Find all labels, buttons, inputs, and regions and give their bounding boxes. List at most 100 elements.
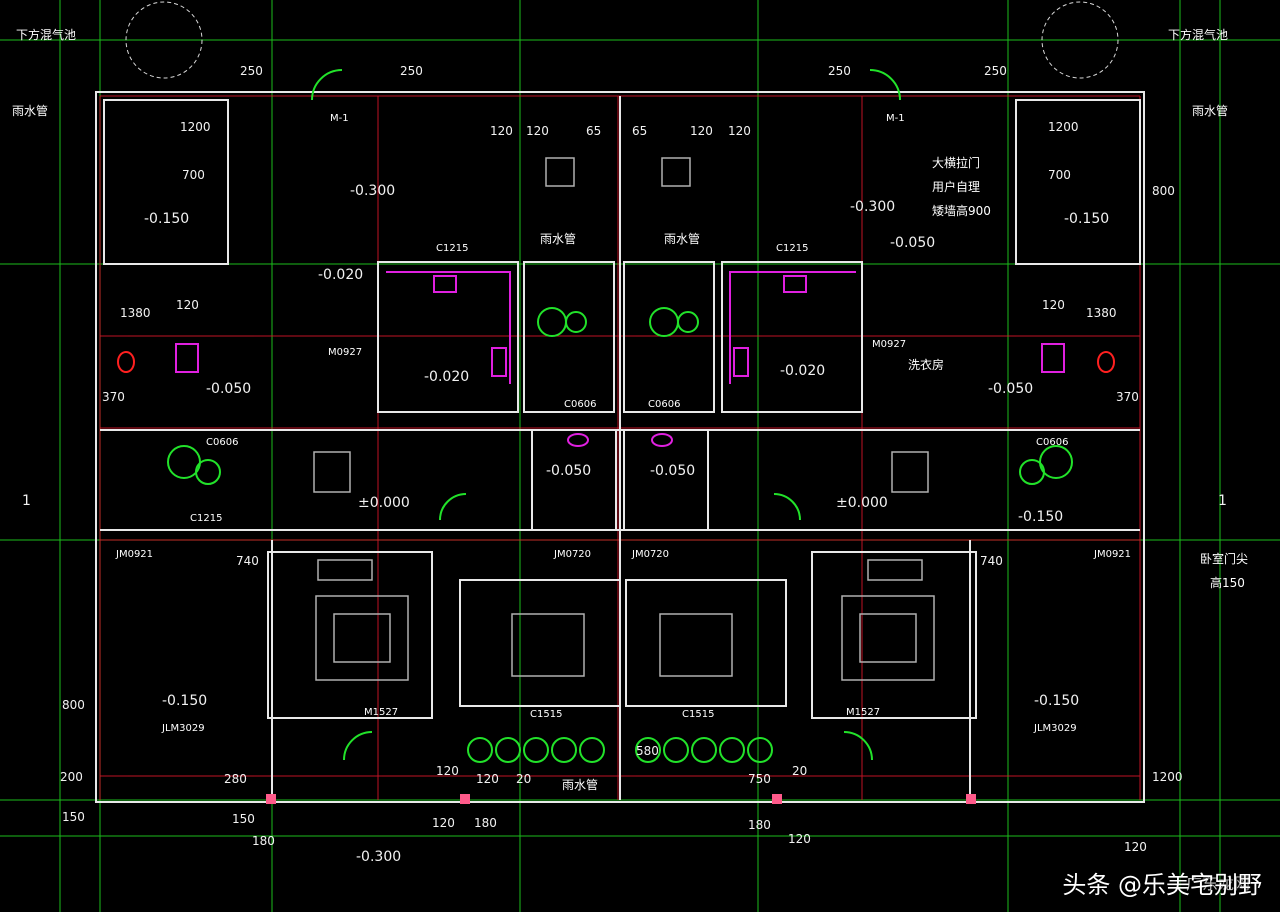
drawing-label: -0.050: [988, 381, 1034, 397]
walls: [95, 91, 1145, 803]
drawing-label: -0.300: [356, 849, 402, 865]
drawing-label: -0.150: [144, 211, 190, 227]
drawing-label: 65: [586, 124, 602, 138]
drawing-label: 1: [1218, 493, 1227, 509]
drawing-label: JLM3029: [162, 723, 205, 734]
drawing-label: 200: [60, 770, 83, 784]
drawing-label: 洗衣房: [908, 358, 945, 372]
drawing-label: 120: [690, 124, 713, 138]
drawing-label: -0.050: [650, 463, 696, 479]
drawing-label: ±0.000: [836, 495, 888, 511]
drawing-label: 1200: [1048, 120, 1079, 134]
drawing-label: C0606: [648, 399, 681, 410]
drawing-label: 120: [788, 832, 811, 846]
drawing-label: JM0921: [116, 549, 154, 560]
furniture: [313, 157, 935, 681]
gas-pool-markers: [125, 1, 1119, 79]
drawing-label: M1527: [364, 707, 399, 718]
drawing-label: 370: [102, 390, 125, 404]
drawing-label: 750: [748, 772, 771, 786]
drawing-label: -0.150: [162, 693, 208, 709]
drawing-label: 20: [792, 764, 808, 778]
drawing-label: JM0720: [554, 549, 592, 560]
drawing-label: -0.050: [890, 235, 936, 251]
drawing-label: 250: [828, 64, 851, 78]
drawing-label: -0.020: [318, 267, 364, 283]
drawing-label: 120: [476, 772, 499, 786]
drawing-label: 120: [176, 298, 199, 312]
drawing-label: 740: [236, 554, 259, 568]
drawing-label: JM0921: [1094, 549, 1132, 560]
drawing-label: 下方混气池: [16, 28, 77, 42]
drawing-label: -0.300: [350, 183, 396, 199]
drawing-label: -0.150: [1064, 211, 1110, 227]
drawing-label: M-1: [886, 113, 905, 124]
drawing-label: M0927: [328, 347, 363, 358]
drawing-label: 180: [474, 816, 497, 830]
drawing-label: C0606: [206, 437, 239, 448]
drawing-label: 雨水管: [562, 778, 599, 792]
drawing-label: JLM3029: [1034, 723, 1077, 734]
drawing-label: 120: [490, 124, 513, 138]
drawing-label: 1380: [120, 306, 151, 320]
drawing-label: 180: [748, 818, 771, 832]
drawing-label: 700: [182, 168, 205, 182]
hydrant-markers: [117, 351, 1115, 373]
drawing-label: 20: [516, 772, 532, 786]
watermark-sub: 广东龙网: [1185, 874, 1250, 893]
drawing-label: 下方混气池: [1168, 28, 1229, 42]
drawing-label: C0606: [564, 399, 597, 410]
column-markers: [266, 794, 976, 804]
drawing-label: C1215: [436, 243, 469, 254]
drawing-label: 120: [526, 124, 549, 138]
drawing-label: 雨水管: [540, 232, 577, 246]
drawing-label: 700: [1048, 168, 1071, 182]
drawing-label: 1200: [1152, 770, 1183, 784]
drawing-label: ±0.000: [358, 495, 410, 511]
drawing-label: 150: [62, 810, 85, 824]
drawing-label: 120: [1042, 298, 1065, 312]
drawing-label: -0.150: [1034, 693, 1080, 709]
doors-plants: [167, 69, 1073, 763]
drawing-label: 1380: [1086, 306, 1117, 320]
drawing-label: 370: [1116, 390, 1139, 404]
drawing-label: -0.020: [780, 363, 826, 379]
drawing-label: 250: [984, 64, 1007, 78]
drawing-label: C1215: [776, 243, 809, 254]
drawing-label: 120: [436, 764, 459, 778]
drawing-label: 250: [400, 64, 423, 78]
drawing-label: 高150: [1210, 576, 1245, 590]
drawing-label: 120: [432, 816, 455, 830]
drawing-label: 卧室门尖: [1200, 552, 1249, 566]
drawing-label: 矮墙高900: [932, 204, 991, 218]
drawing-label: 180: [252, 834, 275, 848]
drawing-label: C1215: [190, 513, 223, 524]
drawing-label: -0.300: [850, 199, 896, 215]
drawing-label: 800: [1152, 184, 1175, 198]
drawing-label: 雨水管: [664, 232, 701, 246]
drawing-label: M-1: [330, 113, 349, 124]
drawing-label: C1515: [682, 709, 715, 720]
drawing-label: 250: [240, 64, 263, 78]
drawing-label: 280: [224, 772, 247, 786]
drawing-label: 雨水管: [1192, 104, 1229, 118]
drawing-label: 740: [980, 554, 1003, 568]
drawing-label: -0.050: [206, 381, 252, 397]
drawing-label: 雨水管: [12, 104, 49, 118]
drawing-label: 120: [728, 124, 751, 138]
drawing-label: 120: [1124, 840, 1147, 854]
drawing-label: 800: [62, 698, 85, 712]
drawing-label: 1200: [180, 120, 211, 134]
drawing-label: 65: [632, 124, 648, 138]
drawing-label: 大横拉门: [932, 156, 981, 170]
drawing-label: 用户自理: [932, 180, 981, 194]
drawing-label: 1: [22, 493, 31, 509]
drawing-label: -0.050: [546, 463, 592, 479]
drawing-label: -0.150: [1018, 509, 1064, 525]
drawing-label: C1515: [530, 709, 563, 720]
drawing-label: C0606: [1036, 437, 1069, 448]
drawing-label: 150: [232, 812, 255, 826]
drawing-label: M0927: [872, 339, 907, 350]
kitchen-fixtures: [175, 271, 1065, 447]
